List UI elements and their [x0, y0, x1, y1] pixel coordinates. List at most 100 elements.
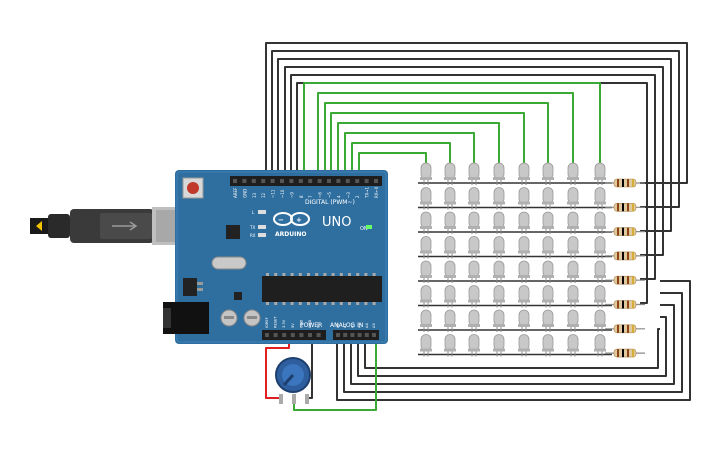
- matrix-led[interactable]: [542, 260, 554, 283]
- matrix-led[interactable]: [567, 309, 579, 332]
- matrix-led[interactable]: [493, 187, 505, 210]
- usb-cable[interactable]: [30, 207, 192, 245]
- header-pin[interactable]: [282, 333, 287, 337]
- header-pin[interactable]: [317, 179, 322, 183]
- matrix-led[interactable]: [420, 236, 432, 259]
- matrix-led[interactable]: [567, 285, 579, 308]
- resistor[interactable]: [605, 178, 645, 188]
- header-pin[interactable]: [374, 179, 378, 183]
- matrix-led[interactable]: [594, 260, 606, 283]
- header-pin[interactable]: [372, 333, 376, 337]
- wire-digital-to-resistor[interactable]: [290, 74, 656, 280]
- matrix-led[interactable]: [594, 309, 606, 332]
- matrix-led[interactable]: [518, 260, 530, 283]
- matrix-led[interactable]: [444, 334, 456, 357]
- header-pin[interactable]: [242, 179, 247, 183]
- matrix-led[interactable]: [518, 285, 530, 308]
- matrix-led[interactable]: [542, 285, 554, 308]
- header-pin[interactable]: [261, 179, 266, 183]
- header-pin[interactable]: [308, 333, 312, 337]
- matrix-led[interactable]: [542, 211, 554, 234]
- matrix-led[interactable]: [493, 236, 505, 259]
- matrix-led[interactable]: [567, 162, 579, 185]
- wire-analog-to-resistor[interactable]: [357, 316, 667, 377]
- matrix-led[interactable]: [444, 309, 456, 332]
- matrix-led[interactable]: [493, 162, 505, 185]
- matrix-led[interactable]: [542, 309, 554, 332]
- matrix-led[interactable]: [468, 162, 480, 185]
- resistor[interactable]: [605, 203, 645, 212]
- wire-digital-to-resistor[interactable]: [271, 50, 680, 208]
- header-pin[interactable]: [345, 179, 350, 183]
- wire-analog-to-resistor[interactable]: [336, 280, 691, 401]
- wire-analog-to-resistor[interactable]: [350, 304, 675, 385]
- header-pin[interactable]: [364, 179, 369, 183]
- wire-pot-5v[interactable]: [265, 337, 290, 399]
- matrix-led[interactable]: [420, 309, 432, 332]
- matrix-led[interactable]: [567, 236, 579, 259]
- matrix-led[interactable]: [420, 162, 432, 185]
- matrix-led[interactable]: [542, 334, 554, 357]
- resistor[interactable]: [605, 348, 645, 358]
- matrix-led[interactable]: [468, 187, 480, 210]
- matrix-led[interactable]: [444, 260, 456, 283]
- header-pin[interactable]: [336, 179, 341, 183]
- header-pin[interactable]: [265, 333, 269, 337]
- potentiometer[interactable]: [275, 357, 311, 404]
- matrix-led[interactable]: [518, 162, 530, 185]
- header-pin[interactable]: [299, 333, 304, 337]
- matrix-led[interactable]: [567, 334, 579, 357]
- wire-digital-to-column[interactable]: [324, 102, 549, 178]
- matrix-led[interactable]: [468, 334, 480, 357]
- matrix-led[interactable]: [594, 285, 606, 308]
- matrix-led[interactable]: [542, 187, 554, 210]
- header-pin[interactable]: [308, 179, 313, 183]
- header-pin[interactable]: [289, 179, 294, 183]
- matrix-led[interactable]: [493, 211, 505, 234]
- resistor[interactable]: [605, 324, 645, 334]
- resistor[interactable]: [605, 275, 645, 285]
- matrix-led[interactable]: [493, 260, 505, 283]
- matrix-led[interactable]: [420, 187, 432, 210]
- header-pin[interactable]: [273, 333, 278, 337]
- matrix-led[interactable]: [594, 162, 606, 185]
- header-pin[interactable]: [298, 179, 303, 183]
- matrix-led[interactable]: [542, 236, 554, 259]
- matrix-led[interactable]: [493, 309, 505, 332]
- matrix-led[interactable]: [567, 260, 579, 283]
- matrix-led[interactable]: [468, 211, 480, 234]
- header-pin[interactable]: [355, 179, 360, 183]
- matrix-led[interactable]: [594, 334, 606, 357]
- header-pin[interactable]: [364, 333, 369, 337]
- wire-digital-to-column[interactable]: [358, 152, 427, 178]
- wire-digital-to-column[interactable]: [344, 132, 475, 178]
- header-pin[interactable]: [290, 333, 295, 337]
- matrix-led[interactable]: [468, 309, 480, 332]
- wire-digital-to-column[interactable]: [303, 82, 601, 178]
- reset-button[interactable]: [182, 177, 204, 199]
- matrix-led[interactable]: [567, 187, 579, 210]
- matrix-led[interactable]: [518, 309, 530, 332]
- matrix-led[interactable]: [518, 187, 530, 210]
- wire-digital-to-resistor[interactable]: [277, 58, 672, 232]
- wire-digital-to-column[interactable]: [317, 92, 574, 178]
- wire-analog-to-resistor[interactable]: [364, 328, 660, 369]
- header-pin[interactable]: [357, 333, 362, 337]
- wire-digital-to-column[interactable]: [330, 112, 525, 178]
- matrix-led[interactable]: [493, 285, 505, 308]
- header-pin[interactable]: [233, 179, 237, 183]
- matrix-led[interactable]: [420, 211, 432, 234]
- resistor[interactable]: [605, 227, 645, 236]
- header-pin[interactable]: [280, 179, 284, 183]
- matrix-led[interactable]: [444, 236, 456, 259]
- matrix-led[interactable]: [420, 334, 432, 357]
- matrix-led[interactable]: [420, 285, 432, 308]
- matrix-led[interactable]: [444, 211, 456, 234]
- wire-analog-to-resistor[interactable]: [343, 292, 683, 393]
- matrix-led[interactable]: [468, 285, 480, 308]
- matrix-led[interactable]: [567, 211, 579, 234]
- header-pin[interactable]: [251, 179, 256, 183]
- matrix-led[interactable]: [594, 211, 606, 234]
- header-pin[interactable]: [327, 179, 331, 183]
